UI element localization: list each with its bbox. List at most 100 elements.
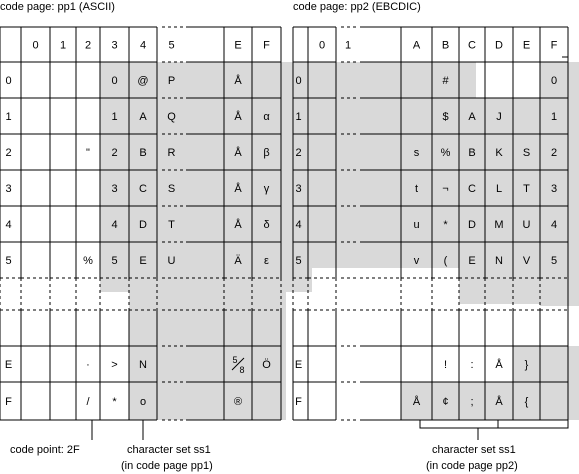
right-charset-label-line2: (in code page pp2) <box>426 460 518 472</box>
right-shade-region-3 <box>401 382 579 420</box>
right-cell-5-6: N <box>495 255 503 267</box>
right-cell-3-4: ¬ <box>442 183 448 195</box>
left-cell-0-7: Å <box>234 74 242 87</box>
right-cell-3-5: C <box>468 183 476 195</box>
left-cell-3-8: γ <box>264 183 270 195</box>
right-col-header-7: E <box>523 40 530 52</box>
right-cell-3-3: t <box>415 183 418 195</box>
left-row-header-2: 2 <box>5 147 11 159</box>
right-cell-2-4: % <box>441 147 451 159</box>
right-col-header-5: C <box>468 40 476 52</box>
right-cell-5-5: E <box>468 255 475 267</box>
left-cell-2-4: B <box>139 147 146 159</box>
right-cell-2-7: S <box>523 147 530 159</box>
left-cell-1-4: A <box>139 111 147 123</box>
left-cell-4-7: Å <box>234 218 242 231</box>
right-cell-0-4: # <box>442 75 449 87</box>
right-cell-4-3: u <box>413 219 419 231</box>
callout-lines <box>91 56 569 440</box>
left-cell-9-2: / <box>86 396 90 408</box>
left-cell-5-4: E <box>139 255 146 267</box>
right-col-header-4: B <box>442 40 449 52</box>
right-cell-1-5: A <box>468 111 476 123</box>
left-cell-4-3: 4 <box>111 219 117 231</box>
right-row-header-0: 0 <box>295 75 301 87</box>
left-cell-5-8: ε <box>264 255 269 267</box>
right-cell-4-4: * <box>443 219 448 231</box>
right-col-header-1: 1 <box>345 40 351 52</box>
right-row-header-3: 3 <box>295 183 301 195</box>
left-cell-5-3: 5 <box>111 255 117 267</box>
left-cell-3-3: 3 <box>111 183 117 195</box>
right-cell-3-8: 3 <box>551 183 557 195</box>
left-cell-1-3: 1 <box>111 111 117 123</box>
right-shade-region-1 <box>540 62 579 306</box>
right-cell-2-5: B <box>468 147 475 159</box>
right-cell-9-5: ; <box>470 396 473 408</box>
left-cell-3-7: Å <box>234 182 242 195</box>
left-col-header-8: F <box>263 40 270 52</box>
left-cell-2-2: " <box>86 147 90 159</box>
left-row-header-1: 1 <box>5 111 11 123</box>
right-cell-9-6: Å <box>495 395 503 408</box>
left-col-header-0: 0 <box>32 40 38 52</box>
right-cell-4-6: M <box>494 219 503 231</box>
right-cell-9-7: { <box>525 396 529 408</box>
right-row-header-5: 5 <box>295 255 301 267</box>
left-cell-0-4: @ <box>137 75 148 87</box>
right-cell-5-4: ( <box>444 255 448 267</box>
left-cell-4-5: T <box>168 219 175 231</box>
right-cell-2-6: K <box>495 147 503 159</box>
left-cell-2-5: R <box>168 147 176 159</box>
right-col-header-0: 0 <box>319 40 325 52</box>
left-cell-0-5: P <box>168 75 175 87</box>
right-cell-9-3: Å <box>413 395 421 408</box>
right-cell-2-3: s <box>414 147 420 159</box>
left-cell-2-7: Å <box>234 146 242 159</box>
left-cell-8-7: 58 <box>231 355 245 375</box>
left-cell-2-8: β <box>263 147 269 159</box>
right-cell-8-7: } <box>525 359 529 371</box>
right-cell-1-8: 1 <box>551 111 557 123</box>
right-cell-8-5: : <box>470 359 473 371</box>
left-row-header-3: 3 <box>5 183 11 195</box>
left-row-header-8: E <box>5 359 12 371</box>
left-row-header-5: 5 <box>5 255 11 267</box>
left-cell-4-8: δ <box>263 219 269 231</box>
left-cell-3-5: S <box>168 183 175 195</box>
left-col-header-4: 4 <box>140 40 146 52</box>
left-charset-label-line1: character set ss1 <box>127 444 211 456</box>
right-row-header-8: E <box>295 359 302 371</box>
right-cell-5-3: v <box>414 255 420 267</box>
left-col-header-2: 2 <box>85 40 91 52</box>
right-cell-2-8: 2 <box>551 147 557 159</box>
left-cell-9-3: * <box>112 396 117 408</box>
left-col-header-1: 1 <box>60 40 66 52</box>
left-row-header-9: F <box>5 396 12 408</box>
left-code-page-caption: code page: pp1 (ASCII) <box>0 1 115 13</box>
left-col-header-5: 5 <box>168 40 174 52</box>
right-col-header-3: A <box>413 40 421 52</box>
right-cell-0-8: 0 <box>551 75 557 87</box>
right-row-header-4: 4 <box>295 219 301 231</box>
left-cell-8-3: > <box>111 359 117 371</box>
right-row-header-1: 1 <box>295 111 301 123</box>
right-row-header-2: 2 <box>295 147 301 159</box>
right-cell-4-7: U <box>523 219 531 231</box>
left-col-header-3: 3 <box>111 40 117 52</box>
left-row-header-0: 0 <box>5 75 11 87</box>
right-cell-5-8: 5 <box>551 255 557 267</box>
right-row-header-9: F <box>295 396 302 408</box>
right-cell-8-6: Å <box>495 358 503 371</box>
right-cell-5-7: V <box>523 255 531 267</box>
left-cell-8-4: N <box>139 359 147 371</box>
left-cell-8-8: Ö <box>262 359 271 371</box>
right-cell-9-4: ¢ <box>442 396 448 408</box>
right-col-header-6: D <box>495 40 503 52</box>
shaded-character-set-regions <box>100 62 579 420</box>
right-cell-3-7: T <box>523 183 530 195</box>
left-cell-5-2: % <box>83 255 93 267</box>
right-col-header-8: F <box>551 40 558 52</box>
right-cell-3-6: L <box>496 183 502 195</box>
left-cell-0-3: 0 <box>111 75 117 87</box>
